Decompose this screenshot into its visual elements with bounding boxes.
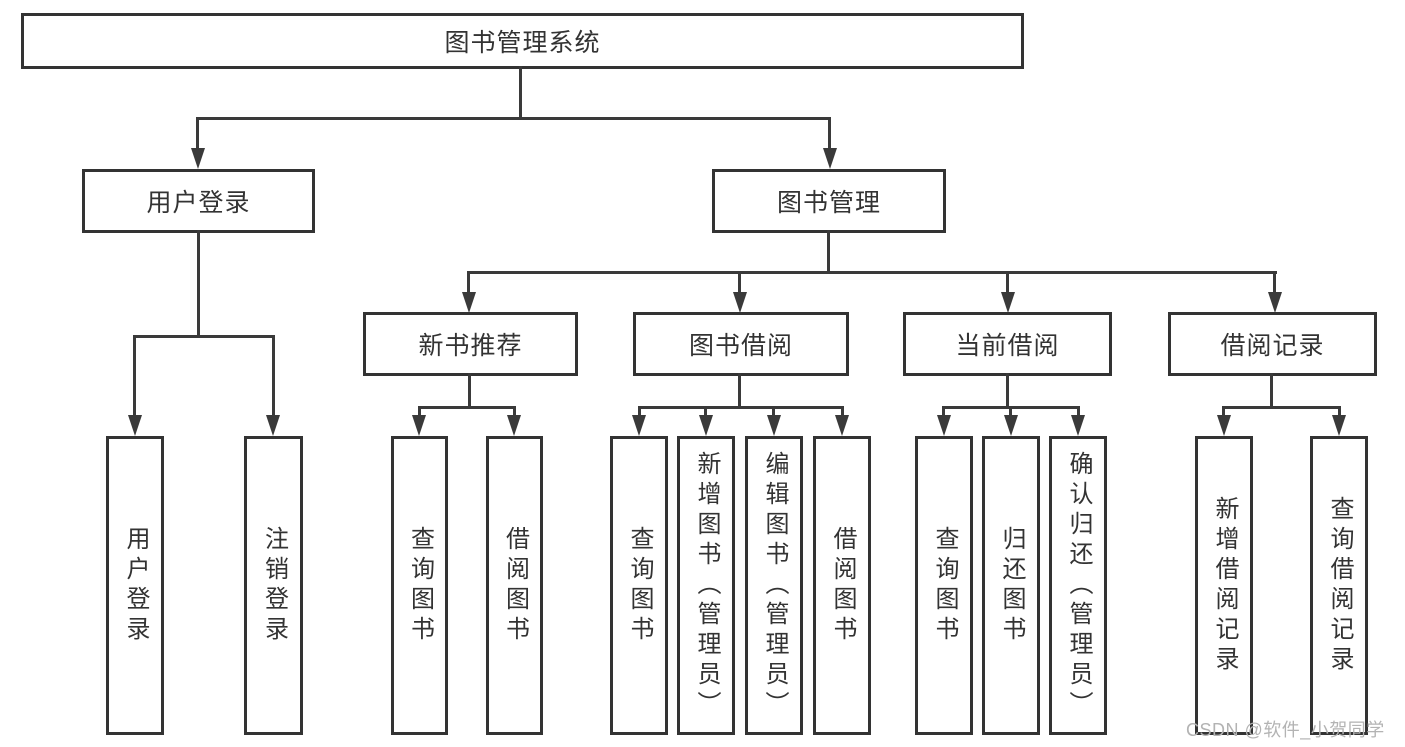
leaf-return-books-label: 归还图书: [998, 525, 1025, 646]
leaf-confirm-return-admin-label: 确认归还（管理员）: [1065, 450, 1092, 721]
connector-line: [704, 406, 707, 419]
node-user-login: 用户登录: [82, 169, 315, 233]
leaf-rec-query-books: 查询图书: [391, 436, 448, 735]
arrow-down-icon: [462, 292, 476, 313]
leaf-logout: 注销登录: [244, 436, 303, 735]
connector-line: [272, 335, 275, 417]
connector-line: [196, 117, 199, 150]
arrow-down-icon: [733, 292, 747, 313]
leaf-rec-query-books-label: 查询图书: [406, 525, 434, 646]
connector-line: [1273, 271, 1276, 295]
leaf-user-login-label: 用户登录: [122, 525, 149, 646]
node-book-management: 图书管理: [712, 169, 946, 233]
leaf-edit-books-admin-label: 编辑图书（管理员）: [761, 450, 788, 721]
arrow-down-icon: [1004, 415, 1018, 436]
connector-line: [772, 406, 775, 419]
connector-line: [467, 271, 470, 295]
csdn-watermark: CSDN @软件_小贺同学: [1186, 720, 1385, 740]
connector-line: [942, 406, 945, 419]
arrow-down-icon: [823, 148, 837, 169]
connector-line: [827, 230, 830, 273]
leaf-query-borrow-record-label: 查询借阅记录: [1326, 495, 1353, 676]
connector-line: [1338, 406, 1341, 419]
connector-line: [1006, 373, 1009, 408]
arrow-down-icon: [266, 415, 280, 436]
leaf-user-login: 用户登录: [106, 436, 164, 735]
connector-line: [841, 406, 844, 419]
connector-line: [638, 406, 844, 409]
node-root: 图书管理系统: [21, 13, 1024, 69]
connector-line: [1006, 271, 1009, 295]
arrow-down-icon: [507, 415, 521, 436]
leaf-confirm-return-admin: 确认归还（管理员）: [1049, 436, 1107, 735]
leaf-borrow-books: 借阅图书: [813, 436, 871, 735]
leaf-add-books-admin-label: 新增图书（管理员）: [693, 450, 720, 721]
connector-line: [638, 406, 641, 419]
leaf-rec-borrow-books-label: 借阅图书: [501, 525, 529, 646]
connector-line: [418, 406, 516, 409]
leaf-edit-books-admin: 编辑图书（管理员）: [745, 436, 803, 735]
leaf-logout-label: 注销登录: [260, 525, 288, 646]
arrow-down-icon: [1332, 415, 1346, 436]
connector-line: [738, 373, 741, 408]
leaf-current-query-books-label: 查询图书: [931, 525, 958, 646]
connector-line: [1222, 406, 1225, 419]
connector-line: [197, 117, 831, 120]
arrow-down-icon: [632, 415, 646, 436]
arrow-down-icon: [699, 415, 713, 436]
arrow-down-icon: [191, 148, 205, 169]
arrow-down-icon: [1268, 292, 1282, 313]
connector-line: [513, 406, 516, 419]
arrow-down-icon: [1217, 415, 1231, 436]
arrow-down-icon: [128, 415, 142, 436]
arrow-down-icon: [412, 415, 426, 436]
node-new-book-recommend: 新书推荐: [363, 312, 578, 376]
connector-line: [1222, 406, 1341, 409]
leaf-borrow-query-books: 查询图书: [610, 436, 668, 735]
leaf-borrow-query-books-label: 查询图书: [626, 525, 653, 646]
connector-line: [467, 271, 1277, 274]
connector-line: [1077, 406, 1080, 419]
arrow-down-icon: [835, 415, 849, 436]
leaf-borrow-books-label: 借阅图书: [829, 525, 856, 646]
leaf-add-borrow-record-label: 新增借阅记录: [1211, 495, 1238, 676]
connector-line: [418, 406, 421, 419]
connector-line: [468, 373, 471, 408]
connector-line: [133, 335, 275, 338]
leaf-rec-borrow-books: 借阅图书: [486, 436, 543, 735]
leaf-query-borrow-record: 查询借阅记录: [1310, 436, 1368, 735]
leaf-add-books-admin: 新增图书（管理员）: [677, 436, 735, 735]
connector-line: [828, 117, 831, 150]
connector-line: [738, 271, 741, 295]
arrow-down-icon: [1071, 415, 1085, 436]
connector-line: [519, 66, 522, 120]
leaf-add-borrow-record: 新增借阅记录: [1195, 436, 1253, 735]
leaf-return-books: 归还图书: [982, 436, 1040, 735]
node-borrow-records: 借阅记录: [1168, 312, 1377, 376]
connector-line: [1009, 406, 1012, 419]
connector-line: [1270, 373, 1273, 408]
leaf-current-query-books: 查询图书: [915, 436, 973, 735]
connector-line: [133, 335, 136, 417]
node-book-borrow: 图书借阅: [633, 312, 849, 376]
arrow-down-icon: [1001, 292, 1015, 313]
arrow-down-icon: [767, 415, 781, 436]
node-current-borrow: 当前借阅: [903, 312, 1112, 376]
connector-line: [197, 230, 200, 337]
arrow-down-icon: [937, 415, 951, 436]
